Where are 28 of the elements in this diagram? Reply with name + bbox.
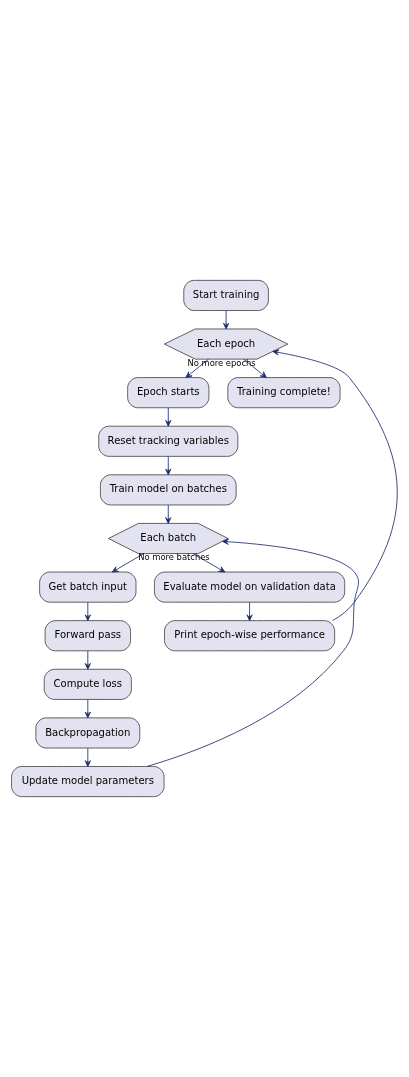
arrow	[246, 601, 253, 622]
arrow	[165, 504, 172, 524]
arrow	[243, 358, 267, 378]
arrow	[146, 538, 359, 767]
arrow	[192, 553, 226, 573]
node-box: Reset tracking variables	[98, 425, 239, 457]
node-box: Print epoch-wise performance	[164, 620, 335, 652]
arrow	[165, 407, 172, 427]
arrow	[84, 747, 91, 767]
node-box: Start training	[183, 280, 269, 311]
arrow	[272, 349, 398, 622]
node-box: Training complete!	[227, 377, 341, 409]
node-box: Epoch starts	[127, 377, 210, 409]
edge-label: No more epochs	[187, 357, 256, 368]
node-box: Forward pass	[44, 620, 131, 652]
node-box: Compute loss	[43, 668, 132, 700]
arrow	[84, 601, 91, 622]
edge-label: No more batches	[138, 552, 210, 563]
arrow	[165, 456, 172, 476]
arrow	[84, 650, 91, 670]
arrow	[223, 310, 230, 330]
node-box: Evaluate model on validation data	[154, 571, 346, 603]
node-box: Update model parameters	[11, 766, 165, 797]
node-box: Train model on batches	[100, 474, 237, 506]
node-box: Get batch input	[39, 571, 137, 603]
node-box: Backpropagation	[35, 717, 141, 749]
arrow	[84, 699, 91, 719]
arrow	[185, 358, 209, 378]
